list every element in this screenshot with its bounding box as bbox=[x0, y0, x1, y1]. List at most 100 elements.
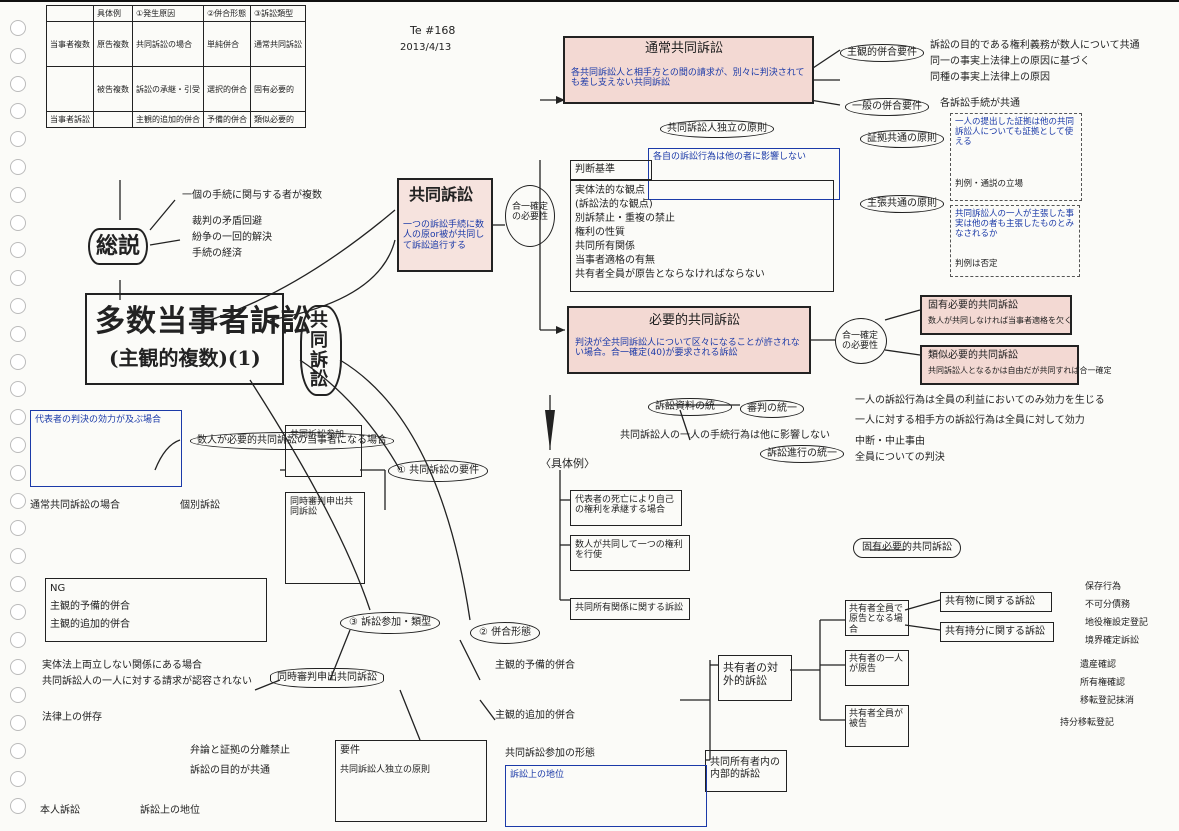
matrix-h1: 具体例 bbox=[93, 5, 133, 22]
left-note: 代表者の判決の効力が及ぶ場合 bbox=[35, 415, 162, 425]
matrix-cell: 当事者訴訟 bbox=[46, 111, 94, 128]
yoken-text2: 同時審判申出共同訴訟 bbox=[290, 497, 354, 518]
main-title-box: 多数当事者訴訟 (主観的複数)(1) bbox=[85, 293, 311, 385]
gou-ittei-label: 合一確定の必要性 bbox=[512, 202, 549, 223]
kijun-item: (訴訟法的な観点) bbox=[575, 199, 653, 210]
hitsuyo-title: 必要的共同訴訟 bbox=[649, 313, 741, 328]
ruiji-title: 類似必要的共同訴訟 bbox=[928, 350, 1018, 361]
kijun-item: 権利の性質 bbox=[575, 227, 625, 238]
bottom-note: 共同訴訟人の一人に対する請求が認容されない bbox=[42, 676, 252, 687]
matrix-cell bbox=[93, 111, 133, 128]
binder-hole bbox=[10, 464, 26, 481]
binder-hole bbox=[10, 715, 26, 731]
kyodo-center-title: 共同訴訟 bbox=[409, 185, 474, 204]
gou-ittei-hitsuyo: 合一確定の必要性 bbox=[835, 318, 887, 364]
koyu-title: 固有必要的共同訴訟 bbox=[928, 300, 1018, 311]
shinko-node: 訴訟進行の統一 bbox=[760, 445, 844, 463]
kijun-label-box: 判断基準 bbox=[570, 160, 652, 180]
binder-hole bbox=[10, 770, 26, 787]
left-blue-box: 代表者の判決の効力が及ぶ場合 bbox=[30, 410, 182, 487]
binder-hole bbox=[10, 159, 26, 175]
binder-hole bbox=[10, 687, 26, 704]
tsujo-branch: 主観的併合要件 bbox=[840, 44, 924, 62]
gutai-item: 数人が共同して一つの権利を行使 bbox=[575, 540, 683, 561]
tsujo-branch: 同種の事実上法律上の原因 bbox=[930, 72, 1050, 83]
bottom-note: 弁論と証拠の分離禁止 bbox=[190, 745, 290, 756]
binder-hole bbox=[10, 659, 26, 676]
ng-box: NG 主観的予備的併合 主観的追加的併合 bbox=[45, 578, 267, 642]
right-item: 共有物に関する訴訟 bbox=[945, 596, 1035, 607]
doc-ref: Te #168 bbox=[410, 24, 456, 37]
right-box: 共有持分に関する訴訟 bbox=[940, 622, 1054, 642]
left-note: 個別訴訟 bbox=[180, 500, 220, 511]
binder-hole bbox=[10, 492, 26, 509]
matrix-cell: 原告複数 bbox=[93, 21, 133, 67]
shogen-box: 一人の提出した証拠は他の共同訴訟人についても証拠として使える 判例・通説の立場 bbox=[950, 113, 1082, 201]
right-item: 移転登記抹消 bbox=[1080, 696, 1135, 706]
sosetsu-item: 紛争の一回的解決 bbox=[192, 232, 272, 243]
tsujo-branch: 各訴訟手続が共通 bbox=[940, 98, 1020, 109]
kijun-item: 当事者適格の有無 bbox=[575, 255, 655, 266]
right-item: 共有持分に関する訴訟 bbox=[945, 626, 1045, 637]
right-item: 所有権確認 bbox=[1080, 678, 1126, 688]
shucho-note: 判例は否定 bbox=[955, 259, 998, 269]
binder-hole bbox=[10, 131, 26, 148]
matrix-cell: 予備的併合 bbox=[203, 111, 251, 128]
right-item: 遺産確認 bbox=[1080, 660, 1117, 670]
tsujo-desc: 各共同訴訟人と相手方との間の請求が、別々に判決されても差し支えない共同訴訟 bbox=[571, 68, 805, 89]
kijun-item: 別訴禁止・重複の禁止 bbox=[575, 213, 675, 224]
binder-hole bbox=[10, 548, 26, 565]
tsujo-title: 通常共同訴訟 bbox=[645, 41, 724, 56]
right-item: 境界確定訴訟 bbox=[1085, 636, 1140, 646]
hitsuyo-rule: 全員についての判決 bbox=[855, 452, 945, 463]
hitsuyo-shinri: 訴訟資料の統一 bbox=[648, 398, 732, 416]
kyodo-center-box: 共同訴訟 一つの訴訟手続に数人の原or被が共同して訴訟追行する bbox=[397, 178, 493, 272]
hosei-node: ③ 訴訟参加・類型 bbox=[340, 612, 441, 634]
gutai-box: 共有者全員が被告 bbox=[845, 705, 909, 747]
main-title: 多数当事者訴訟 bbox=[95, 304, 312, 339]
top-border bbox=[0, 0, 1179, 2]
bottom-note: 本人訴訟 bbox=[40, 805, 80, 816]
bottom-box: 要件 共同訴訟人独立の原則 bbox=[335, 740, 487, 822]
binder-hole bbox=[10, 798, 26, 815]
binder-hole bbox=[10, 409, 26, 426]
bottom-blue-text: 訴訟上の地位 bbox=[510, 770, 565, 780]
matrix-cell: 選択的併合 bbox=[203, 66, 251, 112]
matrix-cell: 単純併合 bbox=[203, 21, 251, 67]
matrix-cell: 主観的追加的併合 bbox=[132, 111, 204, 128]
shogen-note: 判例・通説の立場 bbox=[955, 179, 1024, 189]
right-item: 持分移転登記 bbox=[1060, 718, 1115, 728]
binder-hole bbox=[10, 603, 26, 620]
kijun-label: 判断基準 bbox=[575, 164, 615, 175]
gutai-box: 共有者の一人が原告 bbox=[845, 650, 909, 686]
binder-hole bbox=[10, 186, 26, 203]
kijun-box: 実体法的な観点 (訴訟法的な観点) 別訴禁止・重複の禁止 権利の性質 共同所有関… bbox=[570, 180, 834, 292]
hitsuyo-rule: 一人に対する相手方の訴訟行為は全員に対して効力 bbox=[855, 415, 1085, 426]
gutairei-label: 〈具体例〉 bbox=[540, 457, 595, 470]
matrix-cell: 被告複数 bbox=[93, 66, 133, 112]
matrix-h2: ①発生原因 bbox=[132, 5, 204, 22]
kyodo-center-sub: 一つの訴訟手続に数人の原or被が共同して訴訟追行する bbox=[403, 220, 485, 251]
bottom-note: 実体法上両立しない関係にある場合 bbox=[42, 660, 202, 671]
hitsuyo-rule: 一人の訴訟行為は全員の利益においてのみ効力を生じる bbox=[855, 395, 1105, 406]
bottom-note: 共同訴訟参加の形態 bbox=[505, 748, 595, 759]
main-subtitle: (主観的複数)(1) bbox=[109, 346, 261, 370]
yoken-box2: 同時審判申出共同訴訟 bbox=[285, 492, 365, 584]
gutai-item: 代表者の死亡により自己の権利を承継する場合 bbox=[575, 495, 674, 516]
gutai-box: 共同所有者内の内部的訴訟 bbox=[705, 750, 787, 792]
hitsuyo-box: 必要的共同訴訟 判決が全共同訴訟人について区々になることが許されない場合。合一確… bbox=[567, 306, 811, 374]
binder-hole bbox=[10, 214, 26, 231]
yoken-box: 共同訴訟参加 bbox=[285, 425, 362, 477]
gutai-box: 数人が共同して一つの権利を行使 bbox=[570, 535, 690, 571]
gutai-item: 共有者全員が被告 bbox=[849, 709, 904, 730]
binder-hole bbox=[10, 270, 26, 287]
gou-ittei-hitsuyo-label: 合一確定の必要性 bbox=[842, 331, 879, 352]
dokuritsu-box: 各自の訴訟行為は他の者に影響しない bbox=[648, 148, 840, 200]
kijun-item: 共同所有関係 bbox=[575, 241, 635, 252]
ruiji-box: 類似必要的共同訴訟 共同訴訟人となるかは自由だが共同すれば合一確定 bbox=[920, 345, 1111, 385]
summary-matrix: 具体例 ①発生原因 ②併合形態 ③訴訟類型 当事者複数 原告複数 共同訴訟の場合… bbox=[46, 5, 306, 128]
shinpan-node: 審判の統一 bbox=[740, 400, 804, 418]
binder-hole bbox=[10, 20, 26, 36]
gutai-item: 共同所有者内の内部的訴訟 bbox=[710, 757, 780, 780]
matrix-cell: 当事者複数 bbox=[46, 21, 94, 67]
